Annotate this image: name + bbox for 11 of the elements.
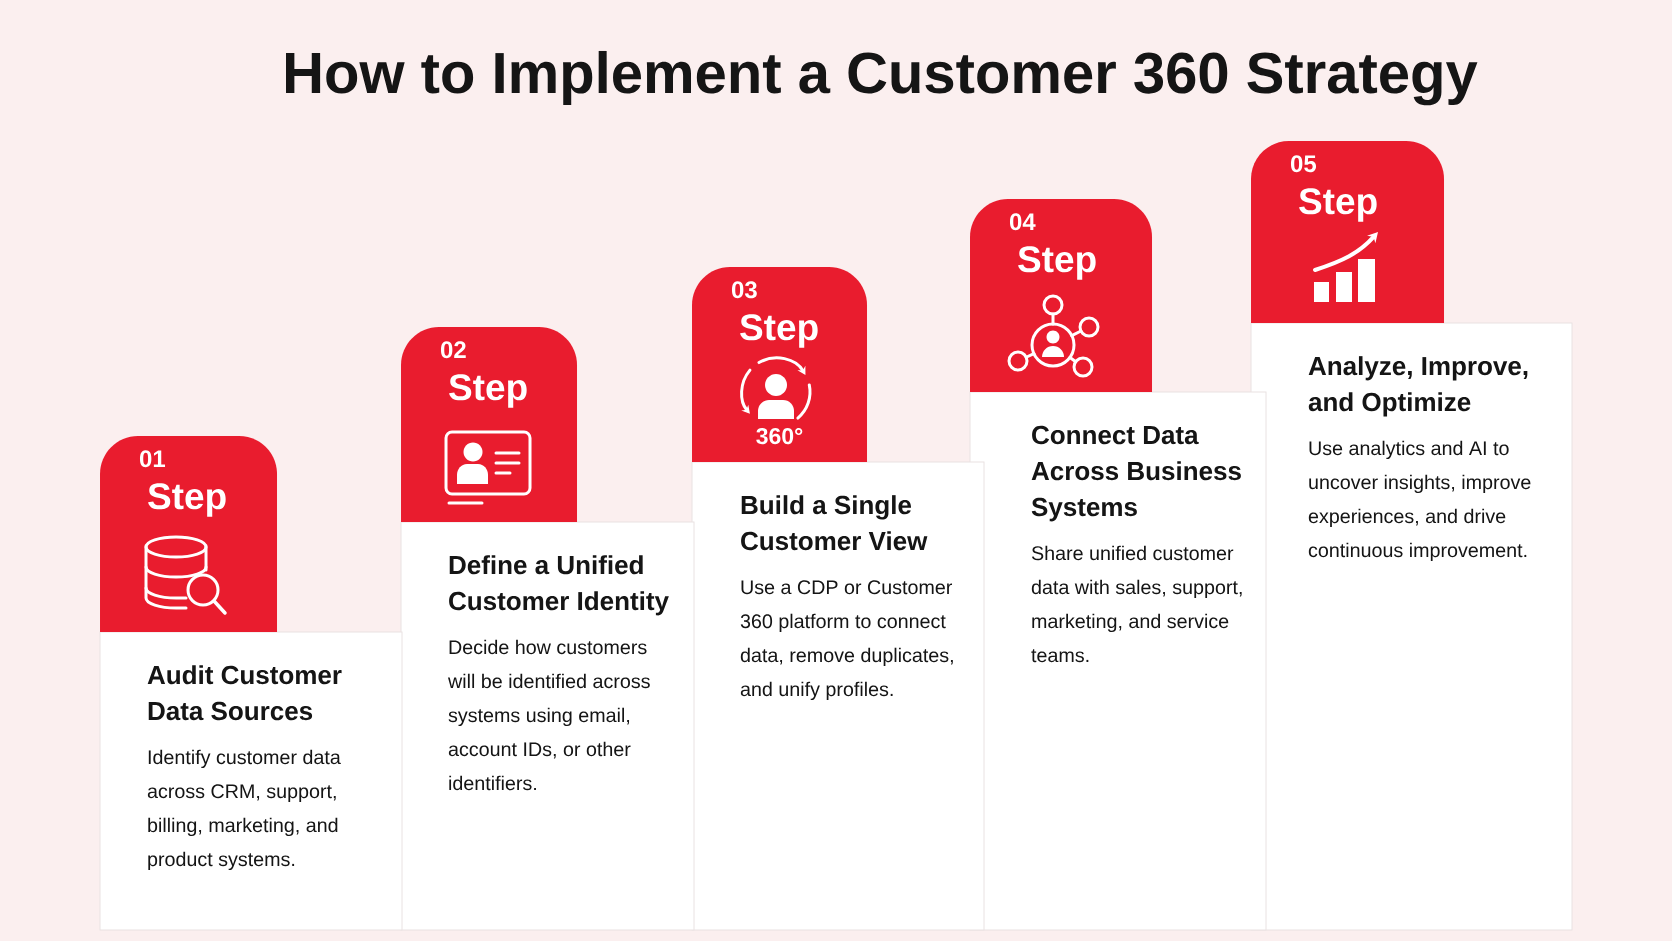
- step-tab: 05 Step: [1251, 141, 1444, 323]
- step-tab: 01 Step: [100, 436, 277, 632]
- step-tab: 02 Step: [401, 327, 577, 522]
- step-card: Build a Single Customer View Use a CDP or Customer 360 platform to connect data, remove duplicates, and unify profiles.: [691, 461, 985, 931]
- step-tab: 03 Step 360°: [692, 267, 867, 462]
- title: How to Implement a Customer 360 Strategy: [286, 50, 1478, 106]
- step-tab: 04 Step: [970, 199, 1152, 392]
- step-card: Audit Customer Data Sources Identify customer data across CRM, support, billing, marketing, and product systems.: [99, 631, 403, 931]
- step-card: Define a Unified Customer Identity Decide how customers will be identified across systems using email, account IDs, or other identifiers.: [400, 521, 695, 931]
- step-card: Connect Data Across Business Systems Share unified customer data with sales, support, marketing, and service teams.: [969, 391, 1267, 931]
- step-card: Analyze, Improve, and Optimize Use analytics and AI to uncover insights, improve experiences, and drive continuous improvement.: [1250, 322, 1573, 931]
